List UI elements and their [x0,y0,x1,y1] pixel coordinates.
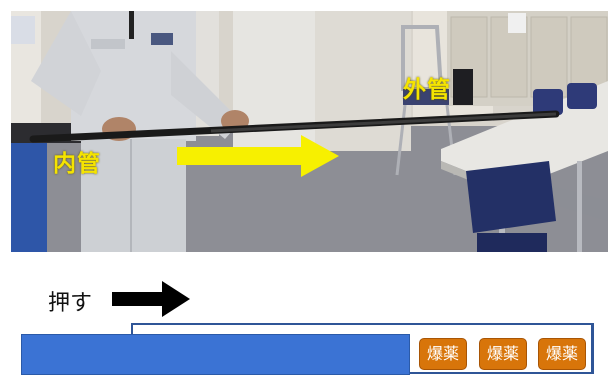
inner-tube-label: 内管 [53,151,101,177]
outer-tube-label: 外管 [403,77,451,103]
push-label: 押す [48,291,93,316]
photo-scene [11,11,608,252]
explosive-charge: 爆薬 [479,338,527,370]
black-right-arrow-icon [112,281,190,317]
demonstration-photo: 内管 外管 [11,11,608,252]
explosive-charge: 爆薬 [419,338,467,370]
yellow-right-arrow-icon [177,135,339,177]
explosive-charge: 爆薬 [538,338,586,370]
inner-tube-diagram [21,334,410,375]
